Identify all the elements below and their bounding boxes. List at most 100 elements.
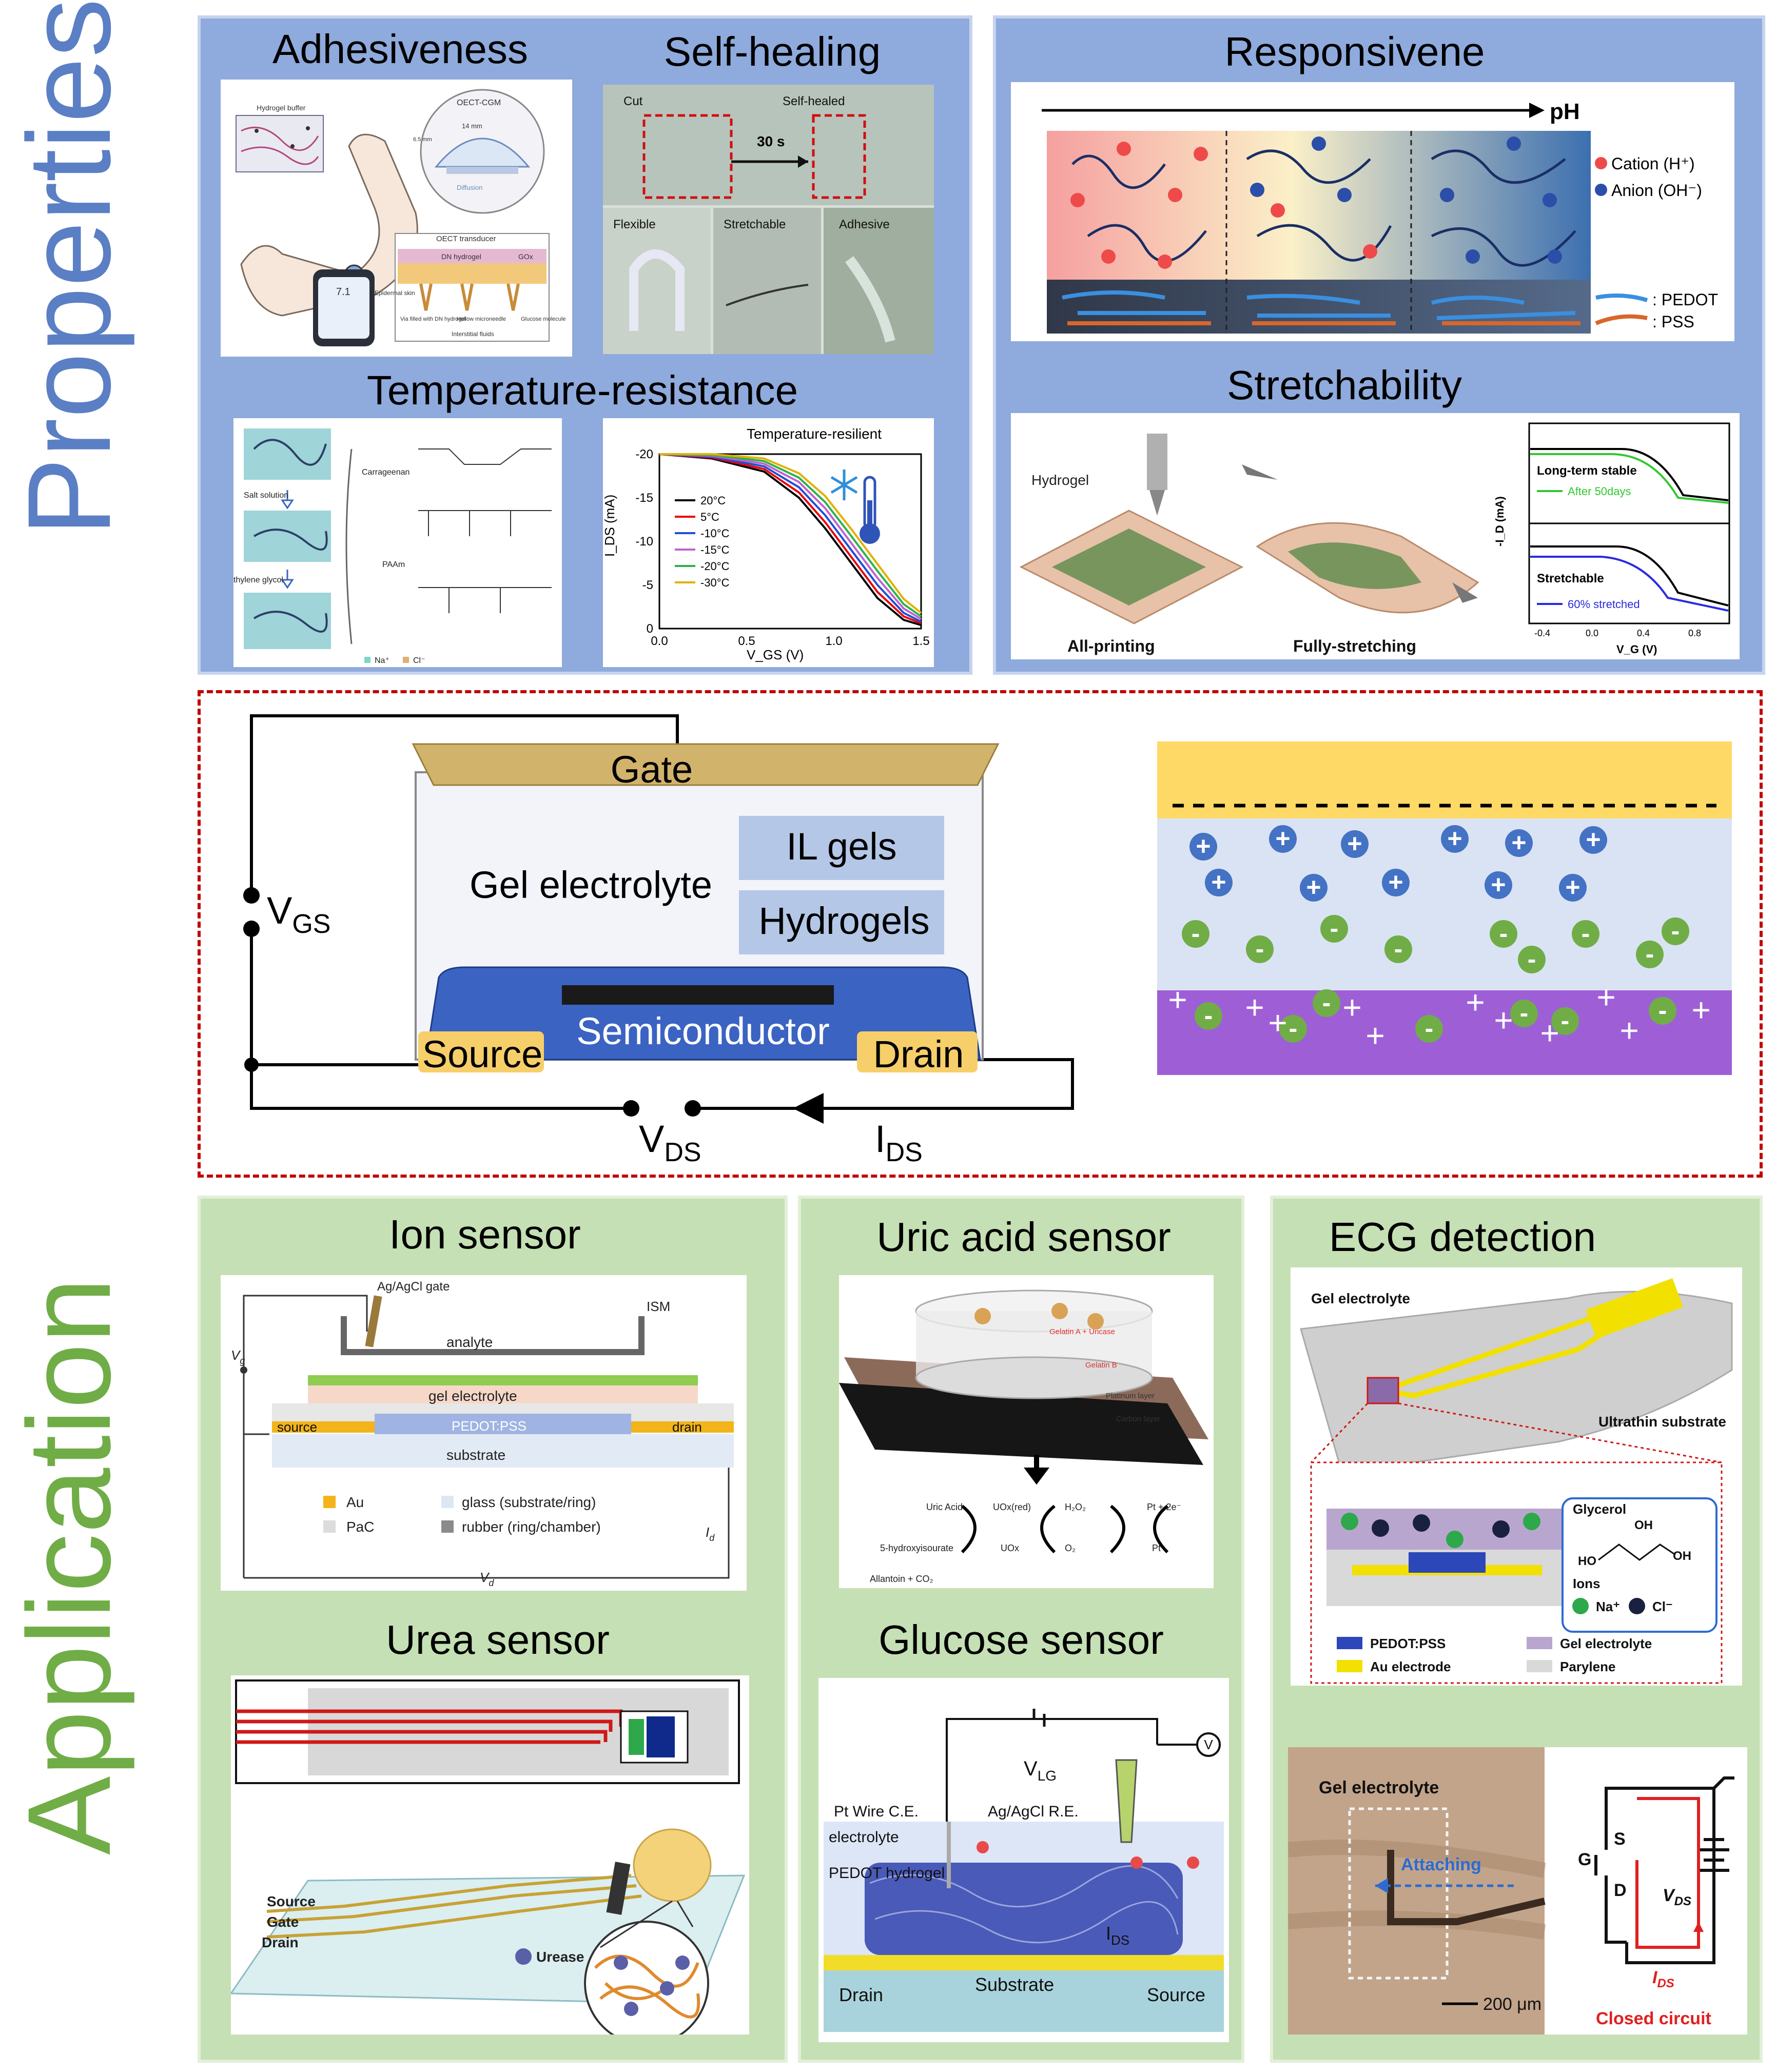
responsiveness-title: Responsivene	[1224, 29, 1485, 74]
anion-ion	[1384, 935, 1412, 963]
ecg-legend-pedot: PEDOT:PSS	[1370, 1636, 1446, 1651]
ecg-title: ECG detection	[1329, 1214, 1596, 1260]
chart-legend-label: 20°C	[700, 494, 726, 507]
stretch-label-stretching: Fully-stretching	[1293, 637, 1416, 655]
ion-label-source: source	[277, 1419, 317, 1435]
hole-charge: +	[1245, 989, 1264, 1026]
cation-ion-sign: +	[1565, 873, 1580, 902]
uric-label-uox: UOx	[1001, 1543, 1019, 1553]
ecg-photo-label-scale: 200 μm	[1483, 1995, 1541, 2014]
application-side-text: Application	[3, 1277, 135, 1855]
chart-ytick: -20	[635, 447, 653, 461]
ion-vd-main: V	[480, 1570, 490, 1585]
anion-ion-semiconductor-sign: -	[1561, 1006, 1570, 1035]
cation-ion	[1269, 825, 1297, 853]
uric-label-uric-acid: Uric Acid	[926, 1502, 963, 1512]
cation-ion-sign: +	[1491, 870, 1506, 899]
ecg-photo-label-vds: VDS	[1663, 1886, 1691, 1908]
anion-ion-sign: -	[1192, 919, 1200, 948]
drain-label: Drain	[873, 1033, 964, 1076]
self-healing-figure: 30 s Cut Self-healed Flexible Stretchabl…	[603, 85, 934, 354]
chart-xlabel: V_GS (V)	[747, 647, 804, 662]
uric-label-allantoin: Allantoin + CO₂	[870, 1574, 933, 1584]
source-node	[244, 1058, 259, 1072]
ids-sub: DS	[886, 1138, 923, 1167]
chart-legend-label: -20°C	[700, 560, 730, 573]
ion-label-analyte: analyte	[446, 1334, 493, 1350]
glucose-label-agcl: Ag/AgCl R.E.	[988, 1803, 1079, 1820]
hole-charge: +	[1619, 1012, 1638, 1049]
urea-label-drain: Drain	[262, 1934, 299, 1950]
hole-charge: +	[1342, 989, 1361, 1026]
temperature-structure-figure: Salt solution thylene glycol Carrageenan…	[233, 418, 562, 667]
anion-ion-semiconductor-sign: -	[1204, 1001, 1213, 1030]
chart-ylabel: I_DS (mA)	[603, 495, 617, 557]
ion-legend-rubber: rubber (ring/chamber)	[462, 1519, 601, 1535]
properties-side-label: Properties	[3, 0, 136, 536]
temp-label-paam: PAAm	[382, 560, 405, 569]
chart-legend-label: -10°C	[700, 527, 730, 540]
cation-ion	[1579, 826, 1607, 854]
hydrogels-label: Hydrogels	[758, 900, 929, 942]
ids-main: I	[875, 1118, 886, 1160]
gel-electrolyte-label: Gel electrolyte	[470, 864, 712, 906]
ecg-label-gel: Gel electrolyte	[1311, 1291, 1410, 1306]
urea-sensor-title: Urea sensor	[386, 1617, 610, 1663]
anion-ion-semiconductor	[1279, 1015, 1307, 1043]
ecg-label-ho: HO	[1578, 1554, 1596, 1568]
glucose-vlg-sub: LG	[1038, 1768, 1057, 1784]
ecg-ids-main: I	[1652, 1968, 1658, 1987]
anion-ion-semiconductor-sign: -	[1658, 996, 1667, 1025]
adh-label-glucose: Glucose molecule	[521, 316, 565, 322]
glucose-sensor-figure: V VLG Pt Wire C.E. Ag/AgCl R.E. electrol…	[818, 1678, 1229, 2042]
drain-wire	[693, 1058, 1074, 1110]
anion-ion-semiconductor	[1195, 1002, 1222, 1030]
cation-ion	[1382, 869, 1410, 896]
vgs-terminal-bottom	[243, 921, 260, 937]
chart-series-line	[659, 453, 922, 617]
uric-acid-title: Uric acid sensor	[876, 1214, 1171, 1260]
ids-label: IDS	[875, 1118, 923, 1167]
stretch-chart-bottom-legend: 60% stretched	[1568, 598, 1640, 611]
gate-electrode	[412, 743, 1000, 786]
ion-label-vg: Vg	[231, 1347, 245, 1366]
ecg-legend-gel: Gel electrolyte	[1560, 1636, 1652, 1651]
adhesiveness-figure: Hydrogel buffer OECT-CGM 14 mm 6.5 mm OE…	[221, 80, 572, 357]
ion-label-gel: gel electrolyte	[428, 1388, 517, 1404]
chart-series-line	[659, 453, 922, 623]
source-label: Source	[422, 1033, 542, 1076]
uric-label-gelatin-a: Gelatin A + Uricase	[1049, 1327, 1115, 1336]
semiconductor-label: Semiconductor	[576, 1010, 830, 1052]
hole-charge: +	[1494, 1002, 1513, 1039]
semiconductor-channel	[562, 985, 834, 1005]
urea-sensor-figure: Source Gate Drain Urease	[231, 1675, 749, 2035]
uric-label-pt: Pt	[1152, 1543, 1161, 1553]
anion-ion	[1246, 935, 1274, 963]
adh-label-isf: Interstitial fluids	[452, 330, 494, 338]
responsiveness-illustration: pH Cation (H⁺) Anion (OH⁻) : PEDOT : PSS	[1042, 99, 1718, 334]
adh-label-via: Via filled with DN hydrogel	[400, 316, 466, 322]
anion-ion-semiconductor	[1415, 1015, 1443, 1043]
anion-ion-sign: -	[1528, 945, 1536, 973]
ecg-photo-label-gel: Gel electrolyte	[1319, 1778, 1439, 1797]
cation-ion-sign: +	[1275, 824, 1290, 853]
anion-ion-semiconductor	[1510, 1000, 1538, 1027]
chart-frame	[658, 453, 922, 630]
ecg-photo-label-s: S	[1614, 1829, 1626, 1849]
chart-xtick: 1.5	[912, 634, 929, 648]
cation-ion-sign: +	[1388, 868, 1403, 896]
stretch-chart-xtick-3: 0.8	[1688, 628, 1701, 638]
chart-ytick: -10	[635, 535, 653, 549]
stretchability-illustration: Hydrogel All-printing Fully-stretching	[1019, 434, 1479, 655]
glucose-ids-main: I	[1106, 1923, 1111, 1944]
temp-label-salt: Salt solution	[244, 491, 288, 500]
uric-acid-figure: Gelatin A + Uricase Gelatin B Platinum l…	[839, 1275, 1214, 1588]
glucose-label-vlg: VLG	[1024, 1757, 1057, 1784]
anion-ion-semiconductor	[1551, 1007, 1579, 1035]
chart-title: Temperature-resilient	[747, 426, 882, 442]
ion-label-ism: ISM	[647, 1299, 670, 1314]
stretch-chart-xtick-2: 0.4	[1637, 628, 1650, 638]
legend-pss: : PSS	[1652, 312, 1694, 331]
hole-charge: +	[1365, 1017, 1384, 1054]
ion-legend-pac: PaC	[346, 1519, 374, 1535]
